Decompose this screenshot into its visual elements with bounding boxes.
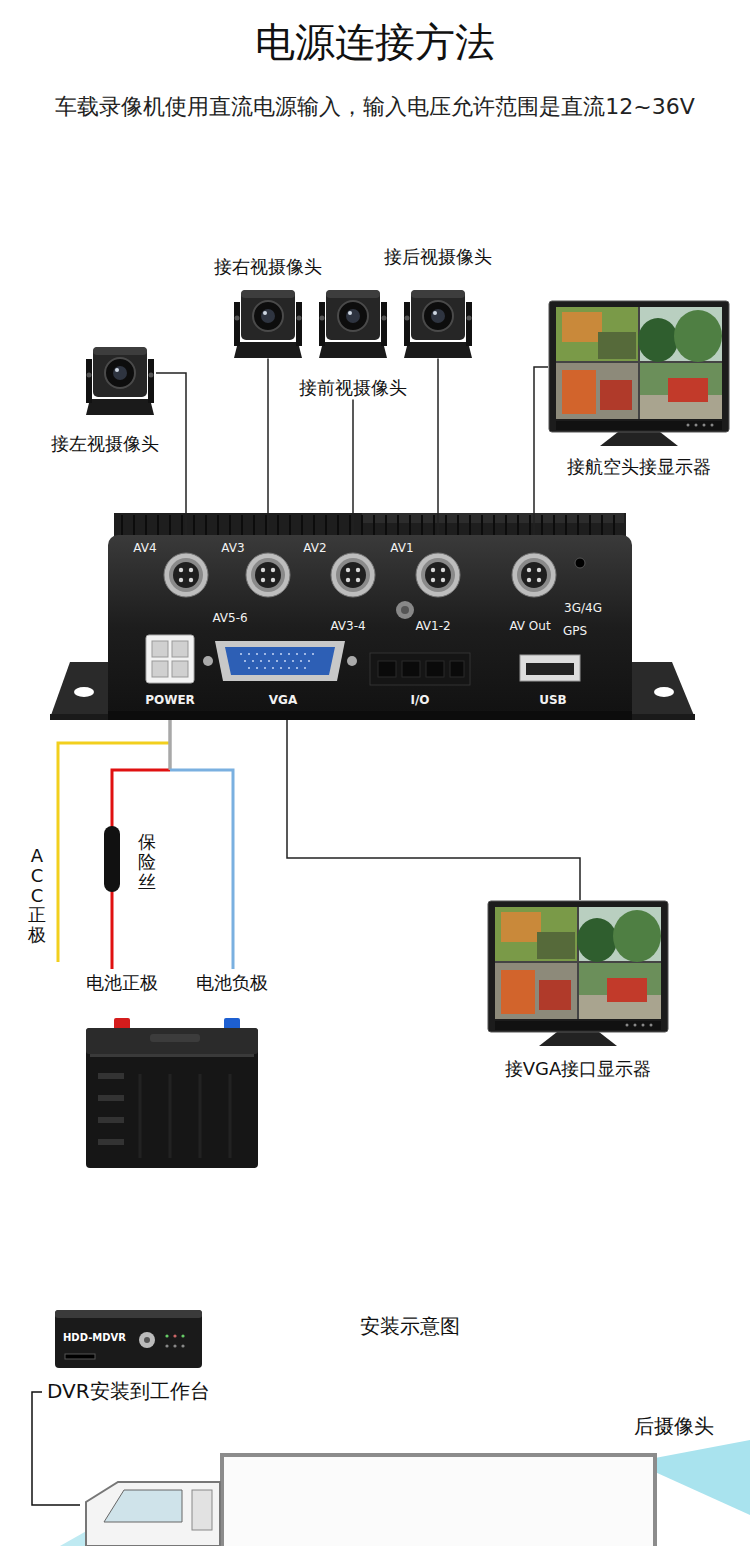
wire-label: ACC正极 [28,846,46,945]
wire-label: 保险丝 [138,832,156,891]
wire [353,400,354,535]
port-label: AV3 [221,541,244,555]
camera-icon [84,345,156,415]
callout-label: 后摄像头 [634,1414,714,1438]
terminal-label: 电池负极 [196,972,268,994]
port-label: VGA [269,693,297,707]
terminal-label: 电池正极 [86,972,158,994]
wire-segment [352,400,354,535]
wire [156,373,186,535]
port-label: USB [539,693,567,707]
cargo-box [222,1455,655,1546]
wire [287,720,580,900]
mount-flange [628,662,695,718]
port-label: AV1-2 [415,619,450,633]
wire-segment [156,373,186,535]
camera-label: 接前视摄像头 [299,377,407,399]
wire [438,359,439,535]
mount-hole [74,687,94,697]
wire-segment [170,770,233,969]
wire-segment [267,359,269,535]
monitor-label: 接VGA接口显示器 [505,1058,652,1080]
camera: 接前视摄像头 [299,288,407,399]
port-label: I/O [410,693,429,707]
mount-hole [654,687,674,697]
acc-wire [58,743,170,962]
port-label: AV3-4 [330,619,365,633]
camera-icon [402,288,474,358]
wire-segment [437,359,439,535]
port-label: GPS [563,624,587,638]
port-label: 3G/4G [564,601,602,615]
port-label: AV1 [390,541,413,555]
camera: 接右视摄像头 [214,256,322,358]
camera: 接后视摄像头 [384,246,492,358]
port-label: AV Out [509,619,550,633]
monitor-label: 接航空头接显示器 [567,456,711,478]
battery-icon [80,1014,270,1170]
port-label: AV4 [133,541,156,555]
monitor-icon [548,300,730,448]
monitor: 接VGA接口显示器 [487,900,669,1080]
leader-line [32,1392,80,1505]
wire [268,359,269,535]
camera-icon [317,288,389,358]
wire [534,367,548,535]
battery: 电池正极 电池负极 [80,970,270,1172]
truck-cab [86,1482,220,1546]
dvr-panel [108,535,632,720]
camera-label: 接右视摄像头 [214,256,322,278]
camera: 接左视摄像头 [51,345,159,455]
callout-label: DVR安装到工作台 [47,1379,210,1403]
wire-segment [112,770,170,969]
camera-view [655,1440,750,1515]
dvr-fins [114,513,626,537]
monitor: 接航空头接显示器 [548,300,730,478]
subtitle: 车载录像机使用直流电源输入，输入电压允许范围是直流12~36V [55,94,694,120]
fuse [104,826,120,892]
section-heading: 安装示意图 [360,1314,460,1338]
wire-segment [169,720,172,770]
camera-label: 接左视摄像头 [51,433,159,455]
port-label: AV2 [303,541,326,555]
mount-flange [50,662,112,718]
wire-segment [287,720,580,900]
wire [112,720,170,969]
model-label: HDD-MDVR [63,1332,126,1344]
page-title: 电源连接方法 [0,18,750,66]
wire [170,720,233,969]
camera-icon [232,288,304,358]
wire-segment [169,720,172,770]
dvr-unit: AV4 AV3 AV2 AV1AV5-6AV3-4 AV1-2 AV Out 3G/4G GP… [108,535,632,720]
cab-window [104,1490,182,1522]
port-label: POWER [145,693,195,707]
camera-label: 接后视摄像头 [384,246,492,268]
cab-door [192,1490,212,1530]
monitor-icon [487,900,669,1048]
wire-segment [534,367,548,535]
port-label: AV5-6 [212,611,247,625]
mini-dvr: HDD-MDVR [55,1310,202,1368]
